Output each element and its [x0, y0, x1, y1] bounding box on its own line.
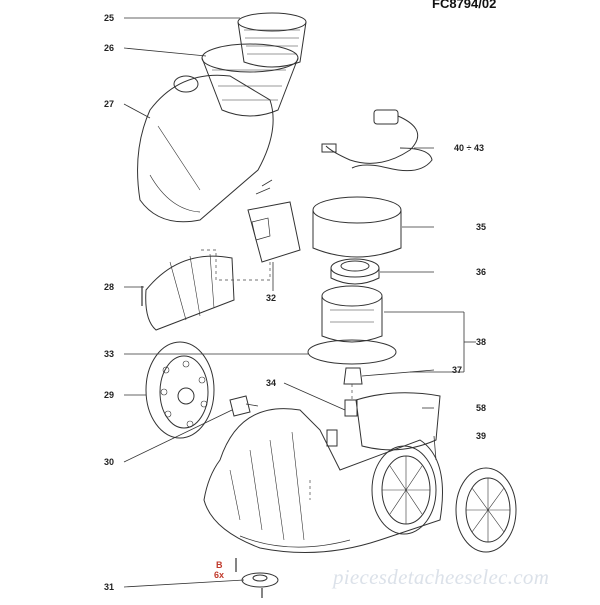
part-25-filter-cap [237, 12, 307, 68]
part-32-bracket [247, 179, 301, 263]
callout-27: 27 [104, 99, 115, 109]
part-39-wheel-rear [455, 467, 517, 553]
part-38-motor [307, 285, 397, 365]
part-31-caster [235, 558, 279, 598]
callout-40-43: 40 ÷ 43 [454, 143, 484, 153]
callout-35: 35 [476, 222, 487, 232]
callout-34: 34 [266, 378, 277, 388]
leader-lines [123, 17, 476, 588]
part-26-filter-cone [201, 43, 299, 117]
callout-58: 58 [476, 403, 487, 413]
part-58-cover-plate [355, 392, 441, 451]
callout-29: 29 [104, 390, 115, 400]
part-34-fitting [326, 399, 358, 447]
callout-30: 30 [104, 457, 115, 467]
watermark-text: piecesdetacheeselec.com [333, 565, 550, 589]
callout-26: 26 [104, 43, 115, 53]
main-housing [203, 408, 443, 553]
callout-37: 37 [452, 365, 463, 375]
callout-28: 28 [104, 282, 115, 292]
part-36-seal-ring [330, 258, 380, 285]
part-27-dust-container [137, 74, 274, 223]
assembly-guides [200, 249, 353, 500]
callout-31: 31 [104, 582, 115, 592]
part-39-wheel-front [371, 445, 437, 535]
callout-39: 39 [476, 431, 487, 441]
callout-25: 25 [104, 13, 115, 23]
document-code: FC8794/02 [432, 0, 497, 11]
callout-36: 36 [476, 267, 487, 277]
callout-38: 38 [476, 337, 487, 347]
part-37-connector [343, 367, 363, 385]
part-29-cable-reel [145, 341, 215, 439]
part-40-43-power-cord [321, 109, 433, 172]
callout-b-screw: B [216, 560, 223, 570]
part-30-clip [229, 395, 259, 417]
callout-32: 32 [266, 293, 277, 303]
part-28-reel-cover [141, 253, 235, 331]
callout-33: 33 [104, 349, 115, 359]
part-35-filter-drum [312, 196, 402, 258]
callout-6x-quantity: 6x [214, 570, 225, 580]
